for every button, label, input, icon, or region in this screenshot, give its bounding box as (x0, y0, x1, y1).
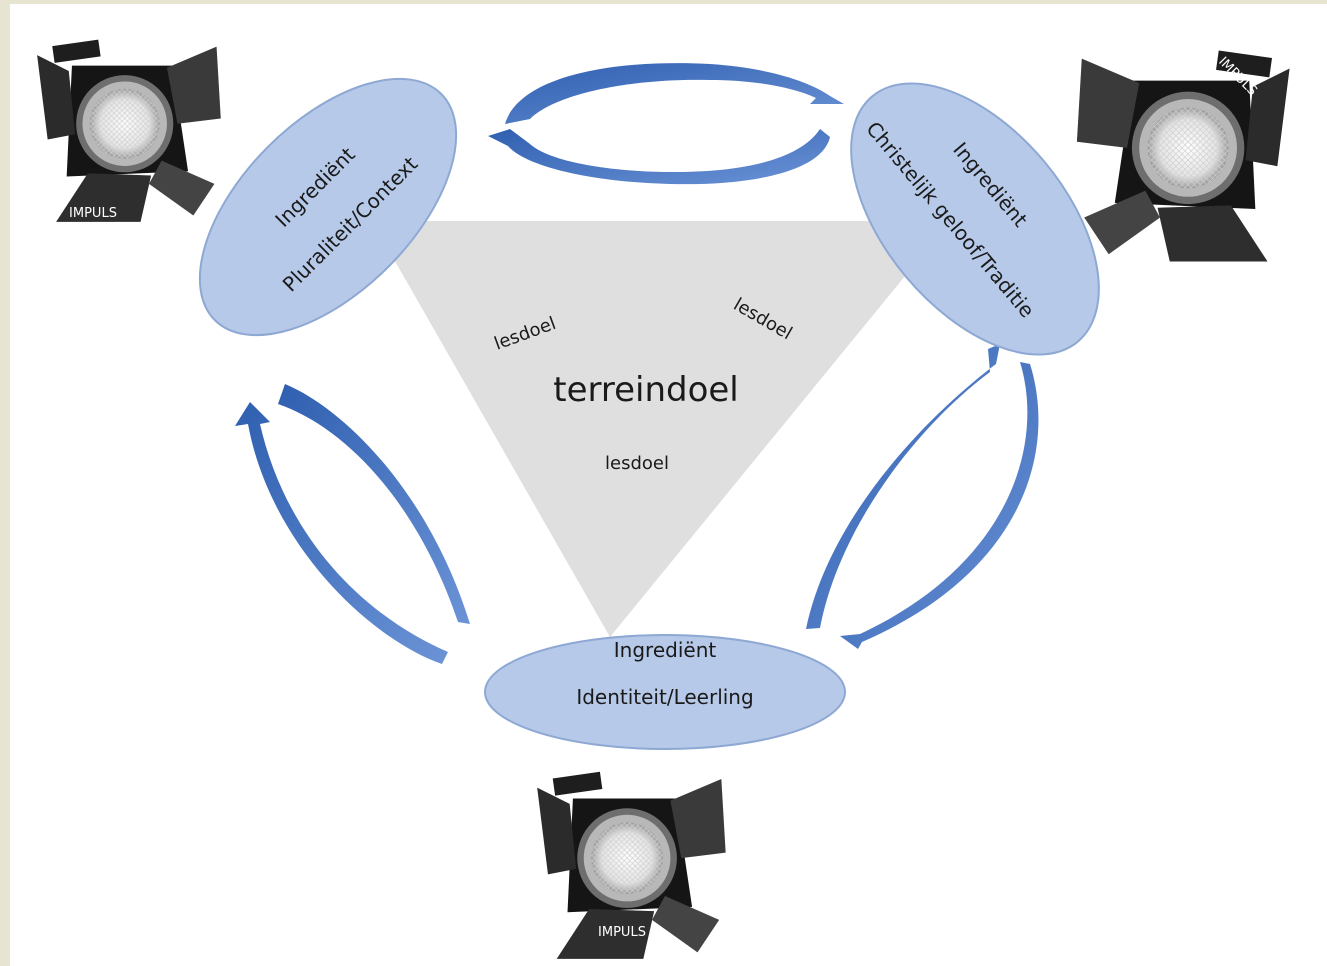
spotlight-top-left-icon: IMPULS (37, 39, 221, 222)
triangle-background (372, 221, 950, 637)
ellipse-left: Ingrediënt Pluraliteit/Context (198, 77, 458, 337)
spotlight-bottom-icon: IMPULS (537, 771, 726, 959)
diagram-svg: Ingrediënt Pluraliteit/Context Ingrediën… (37, 39, 1290, 959)
arrows-left (235, 384, 470, 664)
ingredient-bottom-label: Ingrediënt (614, 638, 717, 662)
ingredient-bottom-name: Identiteit/Leerling (576, 685, 753, 709)
spotlight-top-right-icon: IMPULS (1076, 50, 1290, 262)
diagram-canvas: Ingrediënt Pluraliteit/Context Ingrediën… (10, 4, 1327, 966)
arrows-right (806, 344, 1039, 649)
ellipse-right: Ingrediënt Christelijk geloof/Traditie (850, 82, 1100, 356)
arrows-top (488, 63, 844, 185)
ellipse-bottom: Ingrediënt Identiteit/Leerling (484, 634, 846, 750)
goal-label-bottom: lesdoel (605, 453, 669, 474)
spotlight-bottom-label: IMPULS (598, 925, 646, 940)
spotlight-top-left-label: IMPULS (69, 206, 117, 221)
center-title: terreindoel (553, 370, 739, 410)
